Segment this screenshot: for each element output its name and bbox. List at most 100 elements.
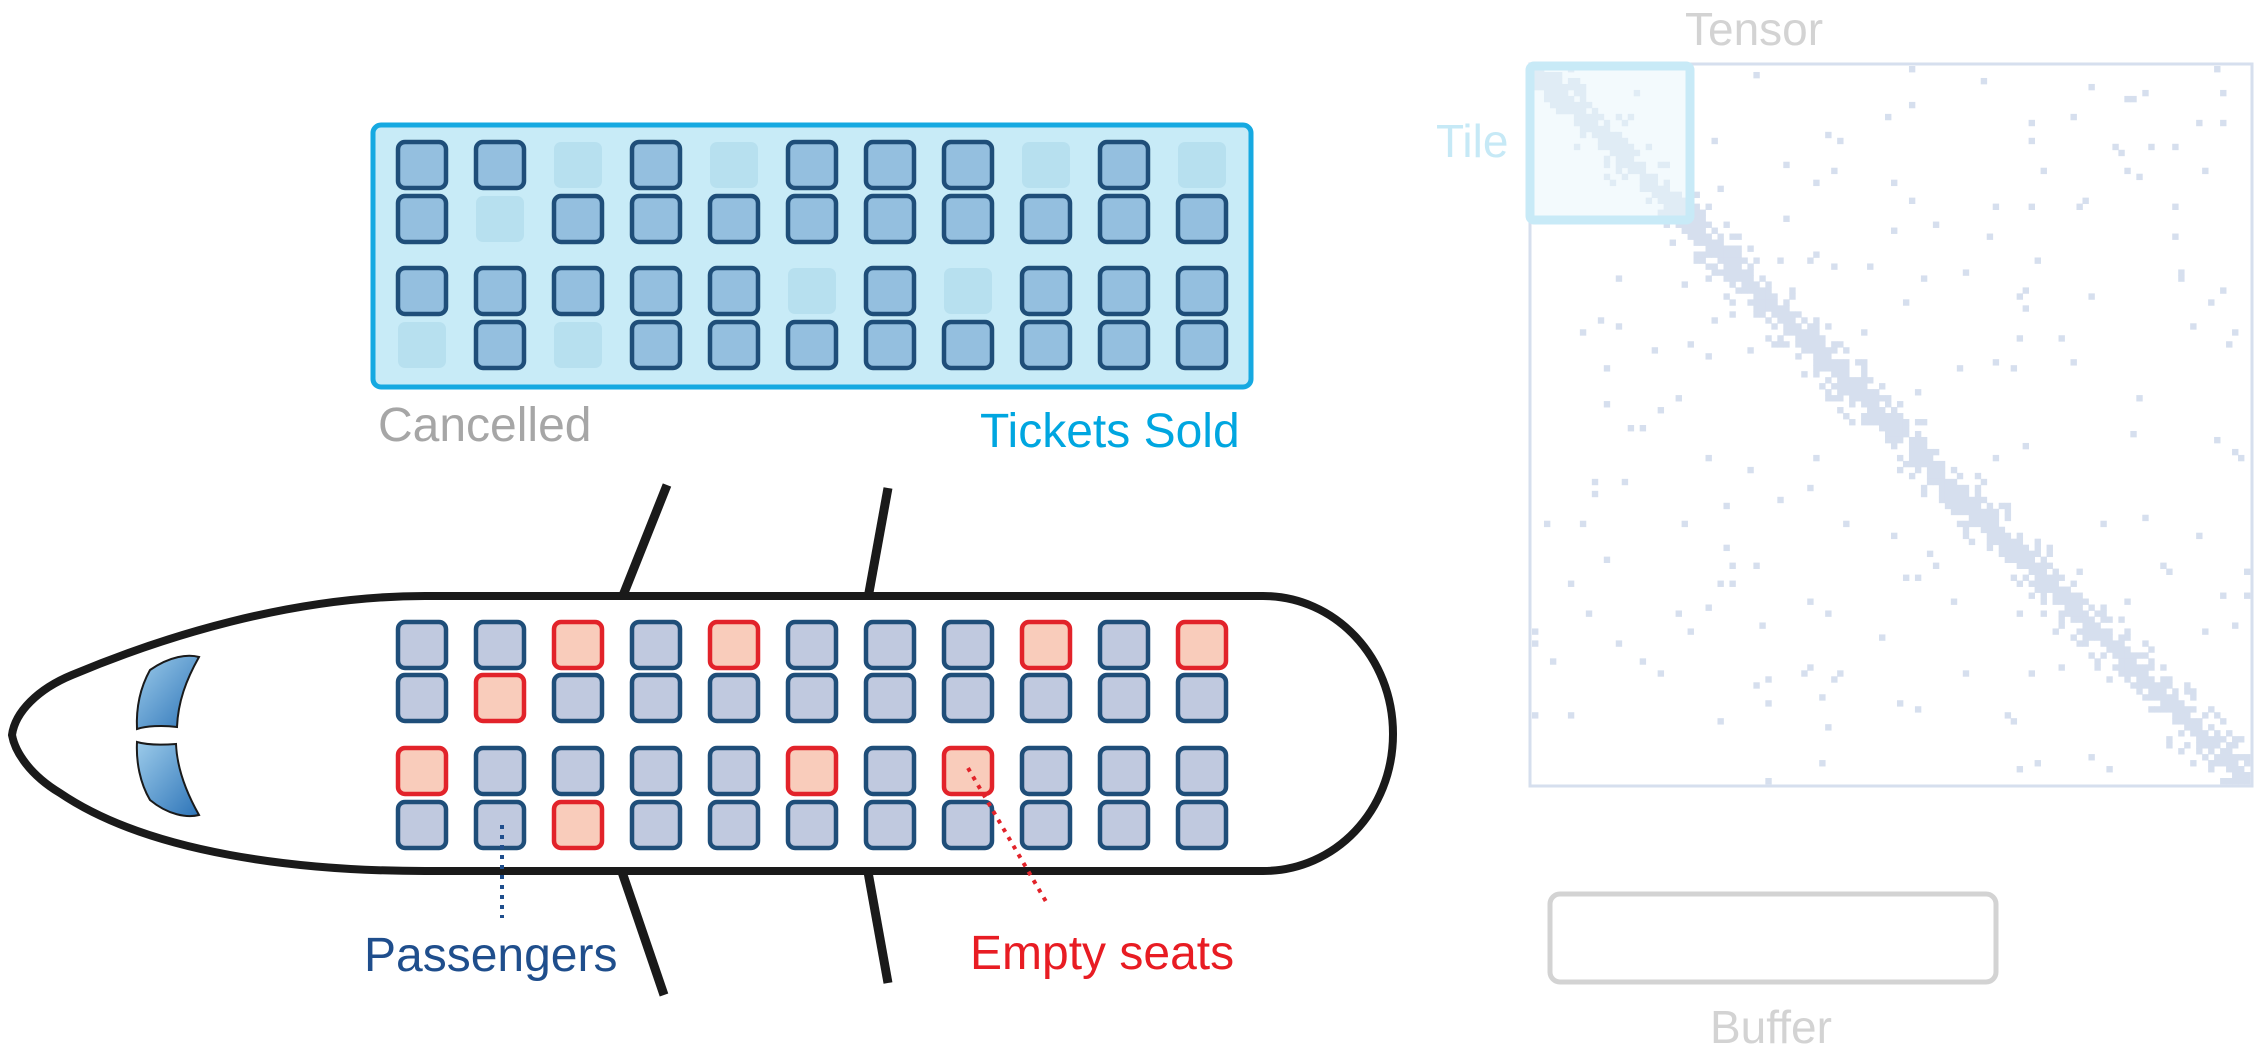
tensor-cell xyxy=(1753,281,1759,287)
tensor-cell xyxy=(1706,275,1712,281)
tensor-cell xyxy=(2226,760,2232,766)
passenger-seat xyxy=(866,802,914,848)
tensor-cell xyxy=(1813,359,1819,365)
passenger-seat xyxy=(866,675,914,721)
tensor-cell xyxy=(2148,658,2154,664)
sold-seat xyxy=(710,268,758,314)
tensor-cell xyxy=(1813,353,1819,359)
tensor-cell xyxy=(1921,437,1927,443)
tensor-cell xyxy=(1897,419,1903,425)
tensor-cell xyxy=(1963,670,1969,676)
tensor-cell xyxy=(1981,509,1987,515)
tensor-cell xyxy=(2065,593,2071,599)
tensor-cell xyxy=(2047,575,2053,581)
tensor-cell xyxy=(2035,575,2041,581)
tensor-cell xyxy=(1951,599,1957,605)
tensor-cell xyxy=(2041,610,2047,616)
tensor-cell xyxy=(1765,305,1771,311)
tensor-cell xyxy=(1783,305,1789,311)
tensor-cell xyxy=(1700,234,1706,240)
tensor-cell xyxy=(2178,269,2184,275)
tensor-cell xyxy=(2035,539,2041,545)
tensor-cell xyxy=(1861,401,1867,407)
wing-lower-right xyxy=(868,872,888,983)
tensor-cell xyxy=(1837,383,1843,389)
tensor-cell xyxy=(1532,628,1538,634)
tensor-cell xyxy=(1712,263,1718,269)
tensor-cell xyxy=(1789,311,1795,317)
tensor-cell xyxy=(2214,66,2220,72)
tensor-cell xyxy=(1939,479,1945,485)
tensor-cell xyxy=(2208,299,2214,305)
sold-seat xyxy=(554,268,602,314)
tensor-cell xyxy=(2214,754,2220,760)
tensor-cell xyxy=(1819,335,1825,341)
tensor-cell xyxy=(1993,527,1999,533)
tensor-cell xyxy=(1825,389,1831,395)
tensor-cell xyxy=(2226,730,2232,736)
tensor-cell xyxy=(1777,335,1783,341)
tensor-cell xyxy=(2118,652,2124,658)
tensor-cell xyxy=(1993,539,1999,545)
tensor-cell xyxy=(1915,437,1921,443)
tensor-cell xyxy=(1819,694,1825,700)
tensor-cell xyxy=(2142,652,2148,658)
tensor-cell xyxy=(1688,628,1694,634)
tensor-cell xyxy=(2232,622,2238,628)
empty-seat xyxy=(710,622,758,668)
passenger-seat xyxy=(1178,748,1226,794)
tensor-cell xyxy=(1807,347,1813,353)
tensor-cell xyxy=(2226,748,2232,754)
tensor-cell xyxy=(1837,407,1843,413)
tensor-cell xyxy=(1640,425,1646,431)
passenger-seat xyxy=(1022,675,1070,721)
tensor-cell xyxy=(1765,335,1771,341)
tensor-cell xyxy=(2232,760,2238,766)
tensor-cell xyxy=(2071,616,2077,622)
tensor-cell xyxy=(2184,742,2190,748)
tensor-cell xyxy=(1729,269,1735,275)
tensor-cell xyxy=(1891,533,1897,539)
tensor-cell xyxy=(2172,694,2178,700)
tensor-cell xyxy=(2041,599,2047,605)
tensor-cell xyxy=(2202,730,2208,736)
tensor-cell xyxy=(1963,533,1969,539)
tensor-cell xyxy=(1975,503,1981,509)
tensor-cell xyxy=(1879,634,1885,640)
tensor-cell xyxy=(1993,509,1999,515)
tensor-cell xyxy=(1957,503,1963,509)
tensor-cell xyxy=(1861,371,1867,377)
tensor-cell xyxy=(1969,521,1975,527)
tensor-cell xyxy=(2166,700,2172,706)
tensor-cell xyxy=(1879,407,1885,413)
tensor-cell xyxy=(1927,467,1933,473)
tensor-cell xyxy=(2244,778,2250,784)
tensor-cell xyxy=(2112,664,2118,670)
tensor-cell xyxy=(1855,395,1861,401)
tensor-cell xyxy=(1915,706,1921,712)
tensor-cell xyxy=(1717,251,1723,257)
tensor-cell xyxy=(1831,347,1837,353)
tensor-cell xyxy=(2130,682,2136,688)
tensor-cell xyxy=(2160,682,2166,688)
tensor-cell xyxy=(2088,652,2094,658)
tensor-cell xyxy=(1957,509,1963,515)
passenger-seat xyxy=(1022,748,1070,794)
tensor-cell xyxy=(2220,593,2226,599)
tensor-cell xyxy=(2220,120,2226,126)
passenger-seat xyxy=(710,748,758,794)
buffer-label: Buffer xyxy=(1710,1004,1832,1050)
tensor-cell xyxy=(1891,443,1897,449)
tensor-cell xyxy=(1777,257,1783,263)
tensor-cell xyxy=(1837,138,1843,144)
tensor-cell xyxy=(1975,509,1981,515)
passenger-seat xyxy=(866,622,914,668)
sold-seat xyxy=(476,322,524,368)
tensor-cell xyxy=(1783,162,1789,168)
tensor-cell xyxy=(2005,515,2011,521)
tensor-cell xyxy=(1837,365,1843,371)
tensor-cell xyxy=(1951,509,1957,515)
tensor-cell xyxy=(1885,395,1891,401)
tensor-cell xyxy=(1759,305,1765,311)
tensor-cell xyxy=(1759,311,1765,317)
